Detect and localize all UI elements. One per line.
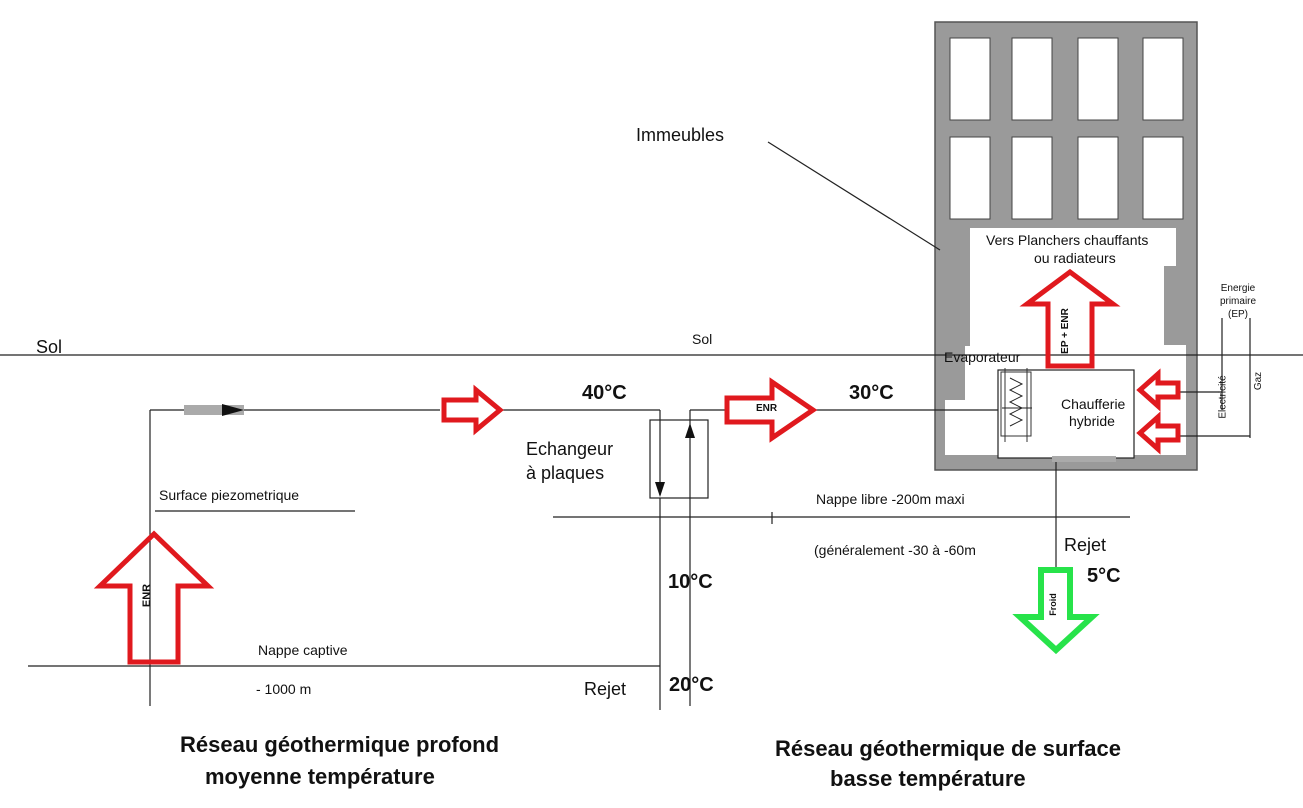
- gaz-label: Gaz: [1253, 371, 1265, 391]
- arrow-ep-enr-label: EP + ENR: [1059, 308, 1071, 354]
- immeubles-label: Immeubles: [636, 125, 725, 145]
- arrow-ep-enr: [1019, 268, 1121, 369]
- immeubles-pointer: [767, 141, 941, 251]
- title-right-line2: basse température: [830, 766, 1026, 791]
- exchanger-down-arrow: [655, 482, 665, 497]
- chaufferie-line1: Chaufferie: [1061, 396, 1126, 412]
- window: [1142, 136, 1184, 220]
- nappe-captive-label: Nappe captive: [258, 642, 348, 658]
- arrow-gaz-in: [1136, 411, 1181, 455]
- arrow-enr-deep: [93, 530, 215, 665]
- sol-label-mid: Sol: [692, 331, 713, 347]
- coil-zigzag: [1008, 377, 1024, 427]
- arrow-enr-mid: [724, 377, 818, 443]
- flow-arrowhead: [222, 404, 244, 416]
- evaporator-coil: [1000, 371, 1032, 437]
- exchanger-up-arrow: [685, 423, 695, 438]
- arrow-right-small: [441, 384, 504, 436]
- vers-planchers-line2: ou radiateurs: [1034, 250, 1116, 266]
- arrow-froid: [1012, 567, 1100, 655]
- temp-10: 10°C: [668, 571, 713, 593]
- rejet-left-label: Rejet: [584, 679, 627, 699]
- temp-40: 40°C: [582, 382, 627, 404]
- title-left-line1: Réseau géothermique profond: [180, 732, 500, 757]
- nappe-libre-label: Nappe libre -200m maxi: [816, 491, 965, 507]
- temp-30: 30°C: [849, 382, 894, 404]
- rejet-right-label: Rejet: [1064, 535, 1107, 555]
- sol-label-left: Sol: [36, 337, 63, 357]
- title-left-line2: moyenne température: [205, 764, 435, 789]
- generalement-label: (généralement -30 à -60m: [814, 542, 976, 558]
- arrow-froid-label: Froid: [1047, 593, 1058, 616]
- energie-line1: Energie: [1220, 283, 1256, 294]
- flow-marker: [184, 405, 244, 415]
- chaufferie-base: [1052, 456, 1116, 462]
- evaporateur-label: Evaporateur: [944, 349, 1021, 365]
- vers-planchers-line1: Vers Planchers chauffants: [986, 232, 1149, 248]
- energie-line3: (EP): [1228, 309, 1248, 320]
- chaufferie-line2: hybride: [1069, 413, 1115, 429]
- echangeur-line2: à plaques: [526, 463, 605, 483]
- energie-line2: primaire: [1219, 296, 1257, 307]
- window: [1011, 136, 1053, 220]
- arrow-enr-mid-label: ENR: [756, 403, 778, 414]
- window: [1142, 37, 1184, 121]
- arrow-electricite-in: [1136, 368, 1181, 412]
- title-right-line1: Réseau géothermique de surface: [775, 736, 1122, 761]
- window: [1011, 37, 1053, 121]
- window: [1077, 136, 1119, 220]
- window: [1077, 37, 1119, 121]
- window: [949, 136, 991, 220]
- red-arrows: [93, 268, 1181, 665]
- window: [949, 37, 991, 121]
- temp-20: 20°C: [669, 674, 714, 696]
- electricite-label: Electricité: [1217, 375, 1229, 419]
- arrow-enr-deep-label: ENR: [141, 583, 154, 608]
- depth-label: - 1000 m: [256, 681, 312, 697]
- temp-5: 5°C: [1087, 565, 1121, 587]
- echangeur-line1: Echangeur: [526, 439, 614, 459]
- surface-piezo-label: Surface piezometrique: [159, 487, 300, 503]
